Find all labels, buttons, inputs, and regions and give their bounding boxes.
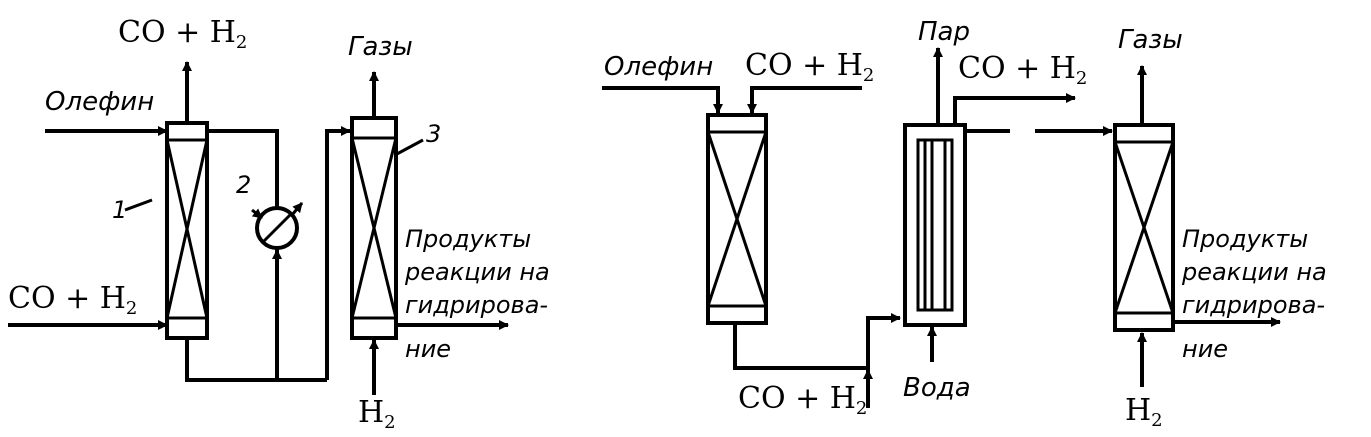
right-olefin-label: Олефин xyxy=(604,52,713,82)
right-co-h2-bottom-label: CO + H2 xyxy=(738,381,867,419)
left-products-line3: гидрирова- xyxy=(405,291,548,319)
right-co-h2-out-label: CO + H2 xyxy=(958,51,1087,89)
arrow-co-h2-in-right xyxy=(747,86,862,114)
arrow-co-h2-out-right xyxy=(953,93,1076,125)
right-co-h2-in-label: CO + H2 xyxy=(745,48,874,86)
left-products-line1: Продукты xyxy=(405,225,531,253)
right-products-line1: Продукты xyxy=(1182,225,1308,253)
reactor-a xyxy=(706,113,768,325)
left-gases-label: Газы xyxy=(348,32,413,62)
label-3: 3 xyxy=(426,120,441,148)
right-h2-label: H2 xyxy=(1125,393,1163,431)
left-scheme: CO + H2 Олефин CO + H2 Газы 1 2 3 Продук… xyxy=(8,15,550,433)
cooler xyxy=(903,123,967,327)
steam-label: Пар xyxy=(918,17,970,47)
left-products-line2: реакции на xyxy=(404,258,550,286)
left-h2-label: H2 xyxy=(358,395,396,433)
reactor-1 xyxy=(165,121,209,340)
right-scheme: Олефин CO + H2 Пар CO + H2 Газы CO + H2 … xyxy=(602,17,1327,431)
pipe-a-to-cooler xyxy=(733,313,901,370)
pipe-r1-bottom xyxy=(185,338,327,382)
heat-exchanger-2 xyxy=(251,202,304,262)
left-olefin-label: Олефин xyxy=(45,87,154,117)
leader-3 xyxy=(394,138,424,157)
label-1: 1 xyxy=(112,196,127,224)
right-products-line2: реакции на xyxy=(1181,258,1327,286)
right-products-line4: ние xyxy=(1182,335,1228,363)
right-gases-label: Газы xyxy=(1118,25,1183,55)
reactor-3 xyxy=(350,116,398,340)
arrow-olefin-in-right xyxy=(602,86,723,114)
leader-1 xyxy=(124,198,153,212)
water-label: Вода xyxy=(903,373,971,403)
pipe-to-r3 xyxy=(325,126,351,380)
reactor-b xyxy=(1113,123,1175,332)
left-products-line4: ние xyxy=(405,335,451,363)
label-2: 2 xyxy=(236,171,251,199)
right-products-line3: гидрирова- xyxy=(1182,291,1325,319)
left-co-h2-in-label: CO + H2 xyxy=(8,281,137,319)
pipe-r1-top xyxy=(207,129,279,380)
left-top-out-label: CO + H2 xyxy=(118,15,247,53)
